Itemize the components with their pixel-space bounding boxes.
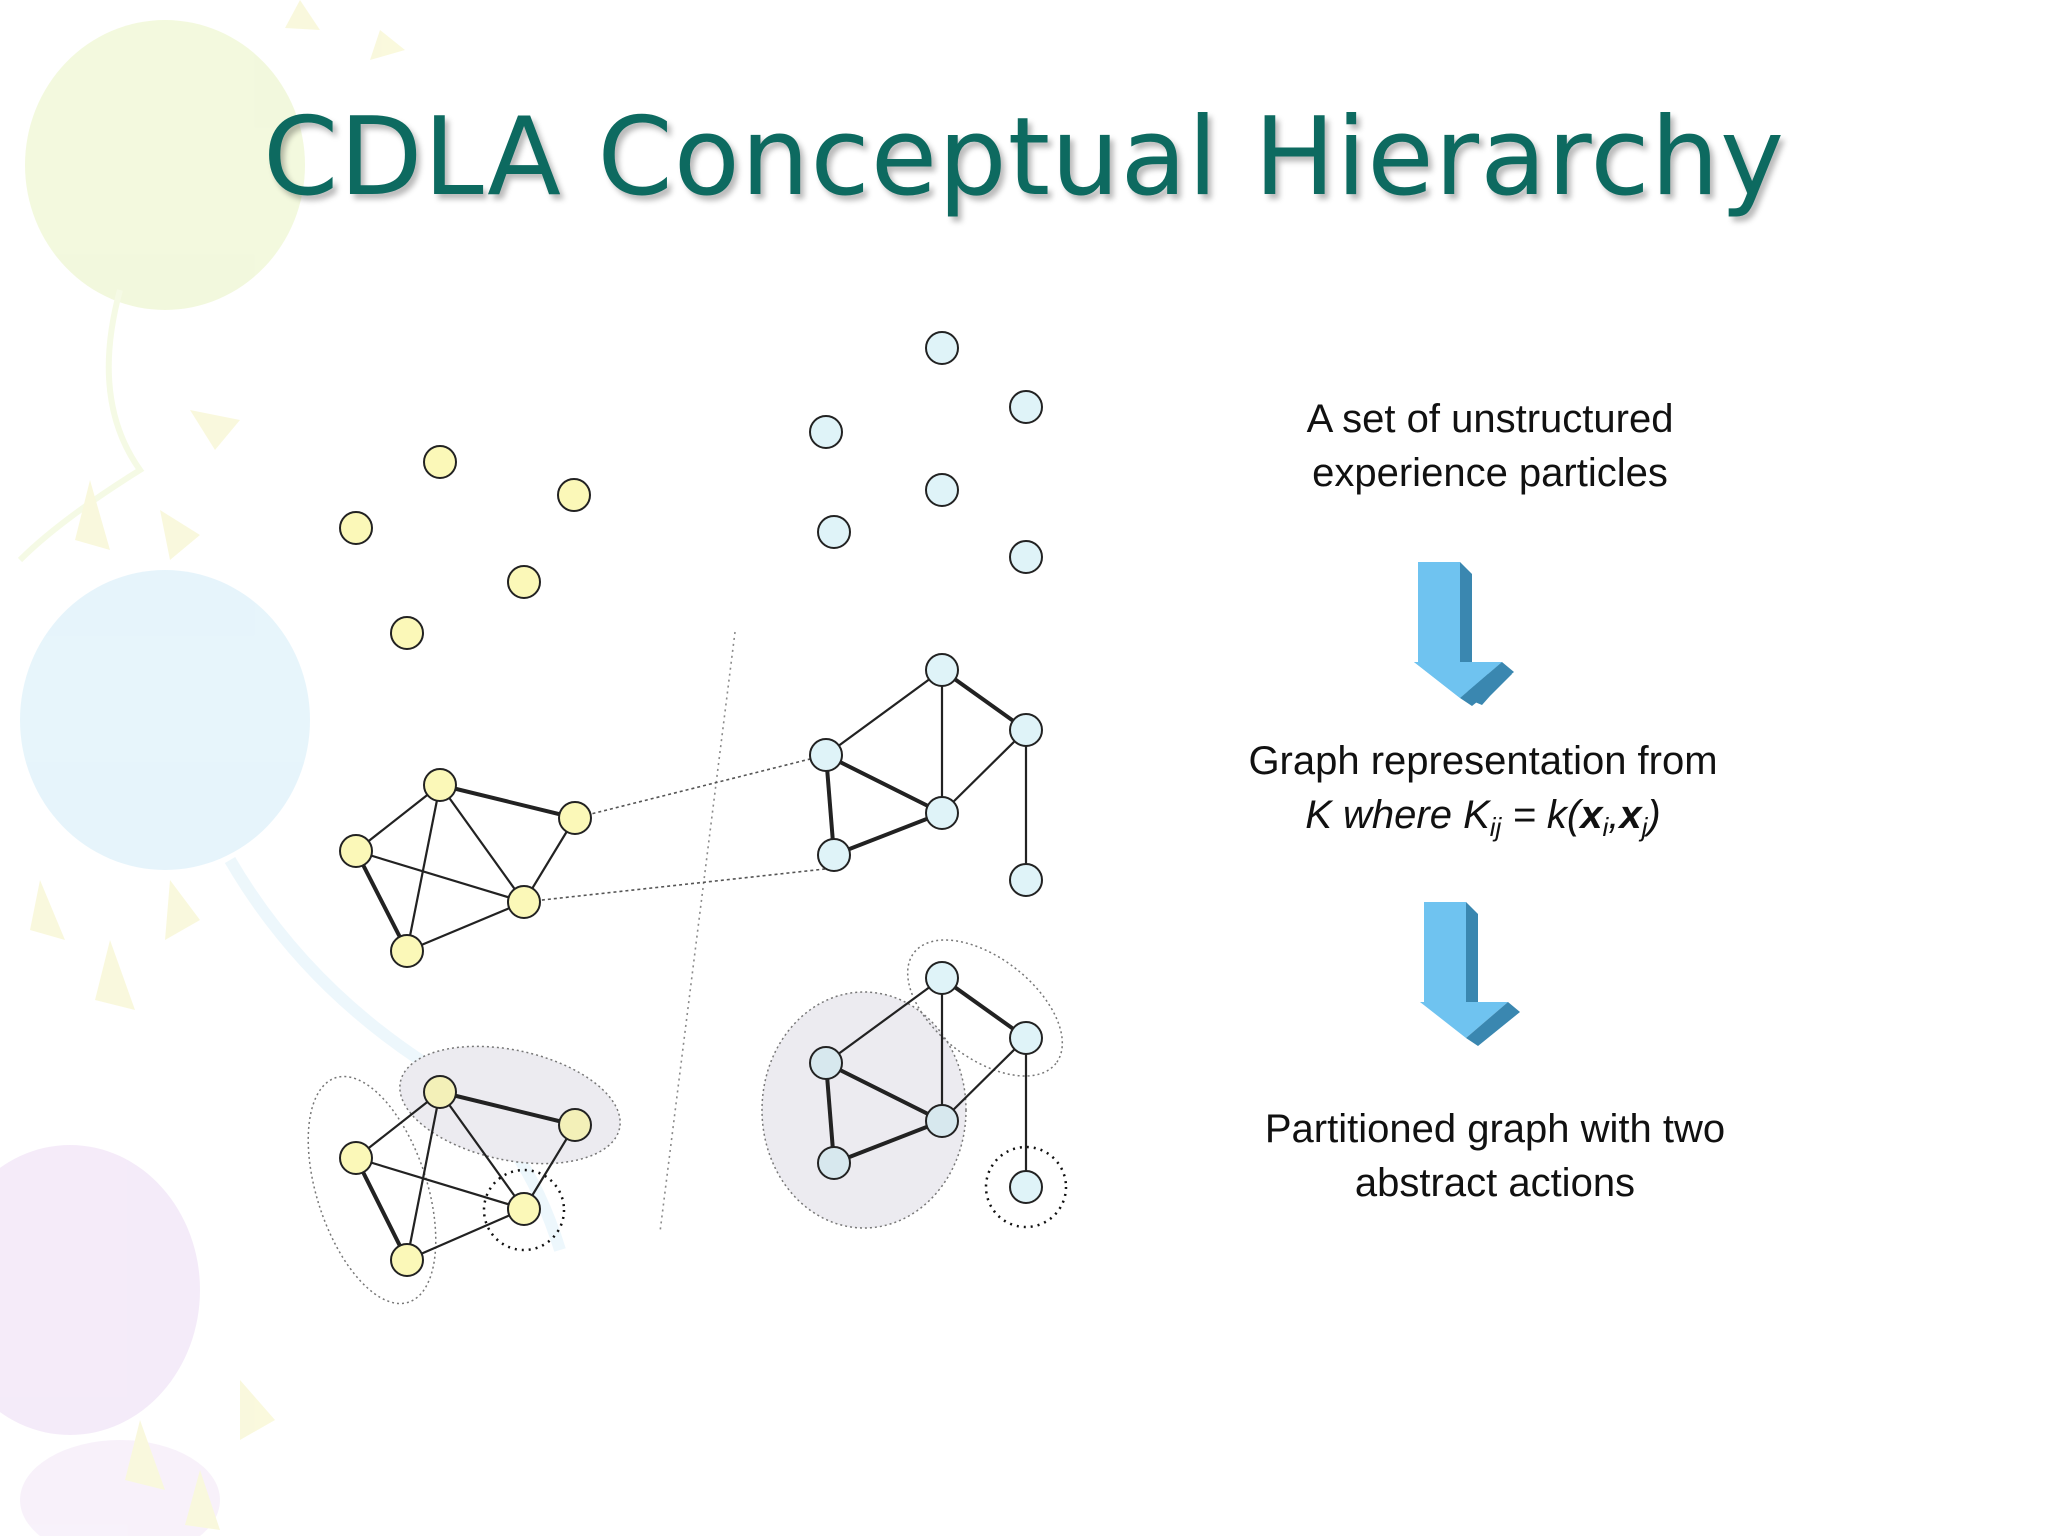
green-balloon-icon xyxy=(25,20,305,310)
graph-node xyxy=(1009,863,1043,897)
partition-cluster xyxy=(761,991,967,1229)
particle-node xyxy=(557,478,591,512)
graph-node xyxy=(423,768,457,802)
partitioned-graph-yellow xyxy=(307,1045,621,1305)
graph-node xyxy=(1009,1170,1043,1204)
graph-node xyxy=(558,1108,592,1142)
particle-node xyxy=(925,473,959,507)
graph-node xyxy=(390,934,424,968)
graph-node xyxy=(390,1243,424,1277)
purple-balloon-icon xyxy=(0,1145,200,1435)
particle-node xyxy=(339,511,373,545)
divider-line xyxy=(659,631,736,1233)
graph-node xyxy=(423,1075,457,1109)
graph-node xyxy=(925,653,959,687)
graph-node xyxy=(558,801,592,835)
particle-node xyxy=(423,445,457,479)
partition-cluster xyxy=(399,1045,621,1165)
slide-title: CDLA Conceptual Hierarchy xyxy=(262,95,1786,220)
particle-node xyxy=(507,565,541,599)
graph-node xyxy=(817,838,851,872)
correspondence-line xyxy=(523,867,835,903)
particle-node xyxy=(817,515,851,549)
graph-node xyxy=(339,1141,373,1175)
graph-node xyxy=(925,1104,959,1138)
particle-node xyxy=(1009,540,1043,574)
graph-yellow xyxy=(339,768,592,968)
graph-node xyxy=(339,834,373,868)
blue-balloon-icon xyxy=(20,570,310,870)
graph-node xyxy=(925,796,959,830)
graph-node xyxy=(1009,1021,1043,1055)
partitioned-graph-blue xyxy=(761,939,1068,1229)
partition-cluster xyxy=(482,1168,566,1252)
unstructured-particles-yellow xyxy=(339,445,591,650)
particle-node xyxy=(925,331,959,365)
partition-cluster xyxy=(984,1145,1068,1229)
graph-node xyxy=(817,1146,851,1180)
down-arrow-icon xyxy=(1420,902,1520,1046)
step-label-graph: Graph representation from K where Kij = … xyxy=(1133,734,1833,854)
down-arrow-icon xyxy=(1414,562,1514,706)
step-label-partitioned: Partitioned graph with two abstract acti… xyxy=(1264,1107,1726,1205)
kernel-formula: K where Kij = k(xi,xj) xyxy=(1305,793,1661,842)
graph-node xyxy=(1009,713,1043,747)
particle-node xyxy=(1009,390,1043,424)
particle-node xyxy=(809,415,843,449)
step-label-particles: A set of unstructured experience particl… xyxy=(1306,397,1674,495)
graph-node xyxy=(809,1046,843,1080)
graph-blue xyxy=(809,653,1043,897)
graph-node xyxy=(925,961,959,995)
graph-node xyxy=(507,1192,541,1226)
graph-node xyxy=(809,738,843,772)
unstructured-particles-blue xyxy=(809,331,1043,574)
correspondence-line xyxy=(574,754,827,819)
particle-node xyxy=(390,616,424,650)
partition-cluster xyxy=(906,939,1064,1077)
graph-node xyxy=(507,885,541,919)
